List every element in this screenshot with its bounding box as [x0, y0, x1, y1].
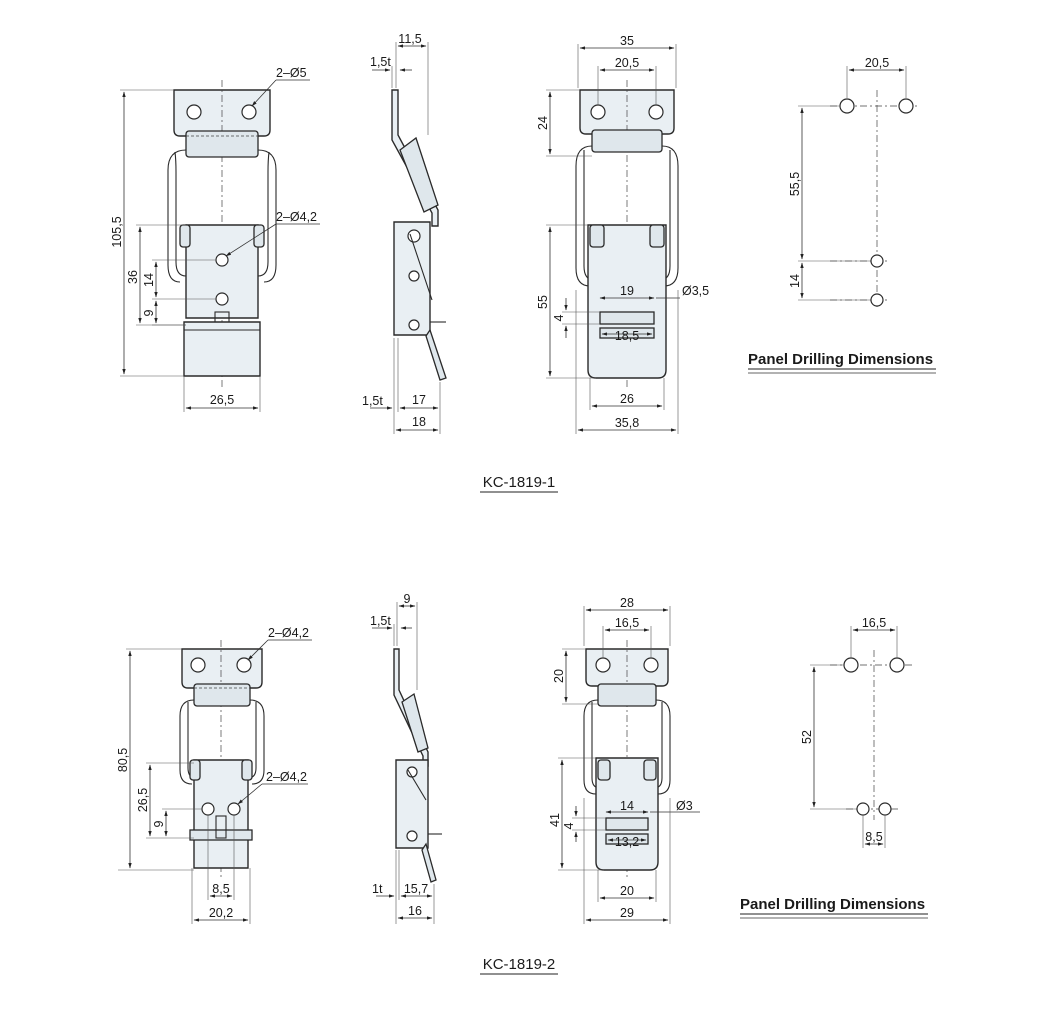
- kc2-back-w13-2: 13,2: [615, 835, 639, 849]
- kc1-back-w18-5: 18,5: [615, 329, 639, 343]
- kc2-front-hole-mid: 2–Ø4,2: [266, 770, 307, 784]
- kc1-back-hole: Ø3,5: [682, 284, 709, 298]
- kc2-side-w15-7: 15,7: [404, 882, 428, 896]
- kc1-model-name: KC-1819-1: [483, 474, 556, 491]
- kc2-back-h20: 20: [552, 669, 566, 683]
- kc1-panel-h55-5: 55,5: [788, 172, 802, 196]
- kc2-back-w16-5: 16,5: [615, 616, 639, 630]
- kc2-back-w14: 14: [620, 799, 634, 813]
- kc1-side-w17: 17: [412, 393, 426, 407]
- kc2-front-total-height: 80,5: [116, 748, 130, 772]
- kc2-back-w28: 28: [620, 596, 634, 610]
- kc1-side-view: 11,5 1,5t 1,5t 17 18: [362, 32, 447, 434]
- kc1-panel-drilling: 20,5 55,5 14 Panel Drilling Dimensions: [748, 56, 936, 374]
- kc2-side-t-top: 1,5t: [370, 614, 391, 628]
- kc2-back-w29: 29: [620, 906, 634, 920]
- kc1-front-hole-mid: 2–Ø4,2: [276, 210, 317, 224]
- kc1-back-view: 35 20,5 24 55 19 Ø3,5 4 18,5 26 35,8: [536, 34, 709, 434]
- kc1-back-w19: 19: [620, 284, 634, 298]
- kc1-front-width: 26,5: [210, 393, 234, 407]
- kc1-side-t-bottom: 1,5t: [362, 394, 383, 408]
- kc1-front-view: 105,5 36 14 9 26,5 2–Ø5 2–Ø4,2: [110, 66, 320, 412]
- kc1-back-h24: 24: [536, 116, 550, 130]
- kc2-side-view: 9 1,5t 1t 15,7 16: [370, 592, 442, 924]
- kc1-back-w35-8: 35,8: [615, 416, 639, 430]
- kc1-front-h14: 14: [142, 273, 156, 287]
- kc2-panel-w: 16,5: [862, 616, 886, 630]
- kc1-front-hole-top: 2–Ø5: [276, 66, 307, 80]
- kc2-front-w8-5: 8,5: [212, 882, 229, 896]
- kc2-front-view: 80,5 26,5 9 8,5 20,2 2–Ø4,2 2–Ø4,2: [116, 626, 312, 924]
- kc1-back-w20-5: 20,5: [615, 56, 639, 70]
- kc2-front-width: 20,2: [209, 906, 233, 920]
- kc1-back-h55: 55: [536, 295, 550, 309]
- kc1-front-h9: 9: [142, 309, 156, 316]
- kc2-back-h41: 41: [548, 813, 562, 827]
- kc2-back-hole: Ø3: [676, 799, 693, 813]
- kc1-panel-w: 20,5: [865, 56, 889, 70]
- kc2-panel-h52: 52: [800, 730, 814, 744]
- kc2-side-top: 9: [404, 592, 411, 606]
- kc1-back-h4: 4: [552, 314, 566, 321]
- kc1-panel-h14: 14: [788, 274, 802, 288]
- kc1-back-w35: 35: [620, 34, 634, 48]
- kc1-back-w26: 26: [620, 392, 634, 406]
- kc2-model-name: KC-1819-2: [483, 956, 556, 973]
- kc2-back-view: 28 16,5 20 14 Ø3 41 4 13,2 20 29: [548, 596, 700, 924]
- kc2-side-w16: 16: [408, 904, 422, 918]
- kc2-back-h4: 4: [562, 822, 576, 829]
- kc2-front-hole-top: 2–Ø4,2: [268, 626, 309, 640]
- kc2-panel-w8-5: 8,5: [865, 830, 882, 844]
- kc1-front-total-height: 105,5: [110, 216, 124, 247]
- kc1-front-h36: 36: [126, 270, 140, 284]
- kc1-side-w18: 18: [412, 415, 426, 429]
- kc1-side-top: 11,5: [398, 32, 421, 46]
- kc1-side-t-top: 1,5t: [370, 55, 391, 69]
- kc2-panel-drilling: 16,5 52 8,5 Panel Drilling Dimensions: [740, 616, 928, 919]
- kc2-panel-label: Panel Drilling Dimensions: [740, 896, 925, 913]
- kc2-back-w20: 20: [620, 884, 634, 898]
- kc2-front-h9: 9: [152, 820, 166, 827]
- kc2-front-h26-5: 26,5: [136, 788, 150, 812]
- kc1-panel-label: Panel Drilling Dimensions: [748, 351, 933, 368]
- kc2-side-t-bottom: 1t: [372, 882, 383, 896]
